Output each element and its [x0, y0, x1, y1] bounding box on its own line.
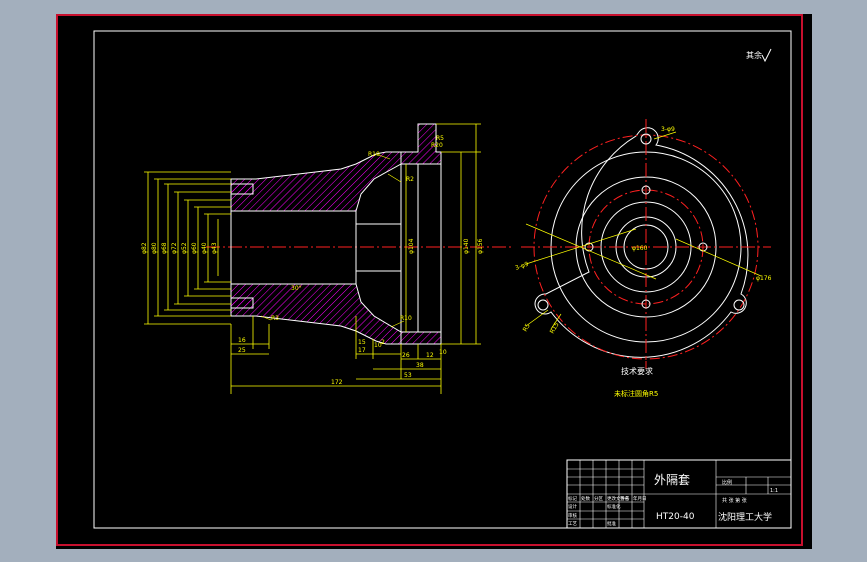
row0-c1: 处数 — [581, 495, 590, 502]
section-leaders — [260, 153, 405, 328]
scale-value: 1:1 — [770, 488, 778, 494]
dim-10-label: 10 — [439, 349, 447, 356]
len-25-label: 25 — [238, 347, 246, 354]
bottom-length-dims — [230, 316, 442, 394]
row3-c0: 工艺 — [568, 521, 577, 527]
outer-frame — [56, 14, 803, 546]
dia-label-7: φ40 — [201, 242, 208, 254]
right-diameter-labels: φ104 φ140 φ156 — [408, 238, 484, 254]
r20-label: R20 — [431, 142, 443, 149]
end-label-right: φ176 — [756, 275, 772, 282]
end-label-center: φ160 — [632, 245, 648, 252]
tech-notes-line1: 未标注圆角R5 — [614, 389, 658, 398]
bottom-length-labels: 16 25 17 15 26 12 38 53 172 10 — [238, 337, 434, 386]
row2-c0: 审核 — [568, 512, 577, 519]
dia-label-3: φ68 — [161, 242, 168, 254]
section-view: φ82 φ80 φ68 φ72 φ52 φ60 φ40 φ43 φ104 φ14… — [141, 123, 514, 394]
len-17-label: 17 — [358, 347, 366, 354]
end-label-left: 3-φ9 — [514, 261, 529, 272]
left-diameter-labels: φ82 φ80 φ68 φ72 φ52 φ60 φ40 φ43 — [141, 242, 218, 254]
dia-140-label: φ140 — [463, 238, 470, 254]
dia-label-5: φ52 — [181, 242, 188, 254]
inner-hole-bottom — [641, 299, 651, 309]
end-label-r5: R5 — [522, 322, 532, 333]
lower-flange-section — [400, 331, 442, 345]
scale-header: 比例 — [722, 479, 732, 486]
tapped-hole-upper — [230, 183, 254, 195]
lug-hole-right — [733, 299, 745, 311]
row1-c3: 标准化 — [607, 503, 621, 510]
r10-top-label: R10 — [368, 151, 380, 158]
inner-frame — [93, 30, 792, 529]
cad-drawing: 其余 — [56, 14, 803, 546]
left-diameter-dims — [144, 171, 231, 325]
len-172-label: 172 — [331, 379, 343, 386]
title-block: 外隔套 HT20-40 沈阳理工大学 比例 1:1 共 张 第 张 标记 处数 … — [566, 459, 792, 529]
dia-104-label: φ104 — [408, 238, 415, 254]
r2-label: R2 — [406, 176, 414, 183]
len-15-label: 15 — [358, 339, 366, 346]
len-16-label: 16 — [238, 337, 246, 344]
tapped-hole-lower — [230, 297, 254, 309]
upper-flange-section — [400, 123, 442, 165]
angle-label: 30° — [291, 285, 302, 292]
end-label-r15: R15 — [549, 321, 561, 335]
section-annotations: 30° R10 R2 R20 R10 R3 R5 2 10 — [271, 135, 447, 356]
dia-156-label: φ156 — [477, 238, 484, 254]
title-block-rows: 标记 处数 分区 更改文件号 签名 年月日 设计 标准化 审核 工艺 批准 — [568, 495, 647, 527]
row1-c0: 设计 — [568, 503, 577, 510]
row3-c3: 批准 — [607, 520, 616, 527]
dia-label-2: φ80 — [151, 242, 158, 254]
sheet-info: 共 张 第 张 — [722, 497, 747, 504]
row0-c4: 签名 — [620, 495, 629, 502]
school-name: 沈阳理工大学 — [718, 511, 772, 523]
dia-label-8: φ43 — [211, 242, 218, 254]
row0-c2: 分区 — [594, 495, 603, 502]
dia-label-1: φ82 — [141, 242, 148, 254]
roughness-note-label: 其余 — [746, 50, 762, 60]
roughness-symbol-icon — [761, 48, 772, 63]
len-12-label: 12 — [426, 352, 434, 359]
len-38-label: 38 — [416, 362, 424, 369]
lug-hole-left — [537, 299, 549, 311]
lug-hole-top — [640, 133, 652, 145]
row0-c0: 标记 — [568, 495, 577, 502]
right-diameter-dims — [405, 123, 481, 345]
end-label-top: 3-φ9 — [661, 126, 675, 133]
end-view: 3-φ9 3-φ9 φ160 φ176 R5 R15 技术要求 未标注圆角R5 — [514, 119, 772, 398]
tech-notes-title: 技术要求 — [621, 366, 653, 376]
row0-c3: 更改文件号 — [607, 495, 630, 502]
len-26-label: 26 — [402, 352, 410, 359]
inner-hole-top — [641, 185, 651, 195]
part-name: 外隔套 — [654, 473, 690, 487]
len-53-label: 53 — [404, 372, 412, 379]
r3-label: R3 — [271, 315, 279, 322]
roughness-note: 其余 — [746, 48, 772, 63]
r5-label: R5 — [436, 135, 444, 142]
len-10-label: 10 — [374, 342, 382, 349]
row0-c5: 年月日 — [633, 495, 647, 502]
dia-label-4: φ72 — [171, 242, 178, 254]
dim-2-label: 2 — [381, 339, 385, 346]
upper-wall-section — [230, 151, 402, 212]
material: HT20-40 — [656, 512, 695, 522]
r10-bottom-label: R10 — [400, 315, 412, 322]
lower-wall-section — [230, 283, 402, 345]
end-view-leaders — [525, 131, 762, 330]
title-block-grid — [567, 460, 791, 528]
flange-outline — [534, 127, 749, 358]
dia-label-6: φ60 — [191, 242, 198, 254]
cad-viewport[interactable]: 其余 — [56, 14, 812, 549]
